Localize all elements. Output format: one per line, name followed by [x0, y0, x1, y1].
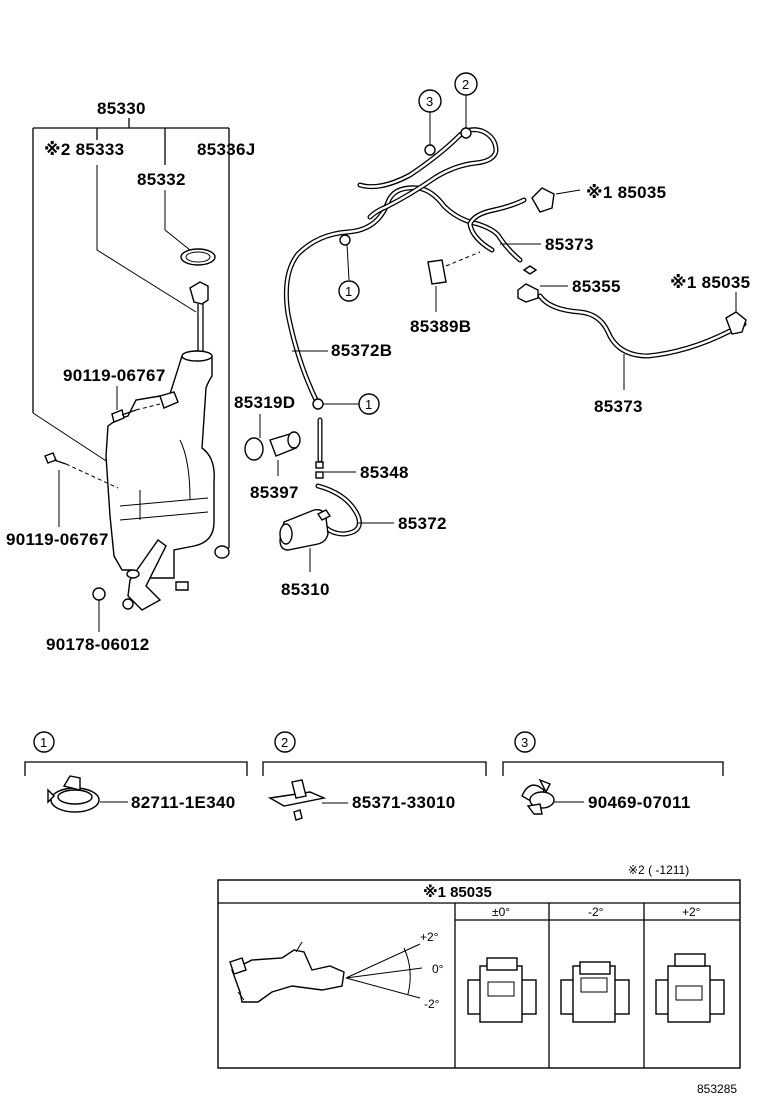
label-pad: 85389B	[410, 317, 471, 336]
table-header-1: -2°	[588, 905, 604, 919]
label-bolt-upper: 90119-06767	[63, 366, 166, 385]
label-hose-main: 85372B	[331, 341, 392, 360]
callout-1a: 1	[338, 243, 360, 302]
label-pipe: 85336J	[197, 140, 256, 159]
label-check-valve: 85319D	[234, 393, 295, 412]
table-title: ※1 85035	[423, 883, 492, 901]
nozzle-right	[725, 292, 747, 335]
nozzle-spray-illustration	[229, 941, 423, 1003]
label-hose-branch-top: 85373	[545, 235, 594, 254]
note-range: ※2 ( -1211)	[628, 863, 689, 877]
grommet	[244, 431, 301, 461]
nozzle-view-1	[560, 961, 630, 1023]
table-header-2: +2°	[682, 905, 701, 919]
svg-text:3: 3	[521, 735, 528, 750]
tank-cap	[189, 281, 209, 352]
label-pump: 85310	[281, 580, 330, 599]
legend-part-2: 85371-33010	[352, 793, 456, 812]
clip-bottom	[92, 587, 106, 601]
assembly-bracket	[32, 118, 230, 548]
bolt-upper	[111, 391, 179, 423]
angle-0: 0°	[432, 962, 444, 976]
label-hose-pump: 85372	[398, 514, 447, 533]
callout-2: 2	[454, 72, 478, 128]
hose-clip-icon	[521, 778, 555, 815]
svg-text:1: 1	[40, 735, 47, 750]
bracket-clip-icon	[267, 779, 327, 821]
svg-text:2: 2	[281, 735, 288, 750]
label-gasket: 85332	[137, 170, 186, 189]
label-nozzle-joint: 85355	[572, 277, 621, 296]
svg-text:1: 1	[345, 284, 352, 299]
hose-network	[283, 127, 747, 537]
bolt-lower	[44, 452, 119, 489]
nozzle-view-2	[655, 953, 725, 1023]
legend-part-3: 90469-07011	[588, 793, 691, 812]
grommet-right	[214, 545, 230, 559]
label-cap: ※2 85333	[44, 140, 124, 159]
diagram-id: 853285	[697, 1082, 737, 1096]
label-bolt-lower: 90119-06767	[6, 530, 109, 549]
callout-1b: 1	[323, 393, 380, 415]
nozzle-joint	[517, 265, 568, 303]
nozzle-top	[531, 187, 581, 213]
pump	[279, 508, 332, 572]
angle-plus2: +2°	[420, 930, 439, 944]
label-nozzle-top: ※1 85035	[586, 183, 666, 202]
callout-3: 3	[418, 89, 442, 145]
pad	[427, 251, 481, 312]
svg-text:1: 1	[365, 397, 372, 412]
svg-text:3: 3	[426, 94, 433, 109]
washer-tank	[105, 350, 215, 611]
label-assembly: 85330	[97, 99, 146, 118]
label-grommet: 85397	[250, 483, 299, 502]
label-nozzle-right: ※1 85035	[670, 273, 750, 292]
clamp-icon	[47, 775, 100, 813]
table-header-0: ±0°	[492, 905, 510, 919]
nozzle-view-0	[467, 957, 537, 1023]
joint	[315, 461, 356, 479]
svg-text:2: 2	[462, 77, 469, 92]
legend: 1 82711-1E340 2 85371-33010 3	[24, 731, 724, 821]
label-joint: 85348	[360, 463, 409, 482]
label-hose-branch-right: 85373	[594, 397, 643, 416]
legend-part-1: 82711-1E340	[131, 793, 235, 812]
angle-minus2: -2°	[424, 997, 440, 1011]
label-clip-bottom: 90178-06012	[46, 635, 150, 654]
